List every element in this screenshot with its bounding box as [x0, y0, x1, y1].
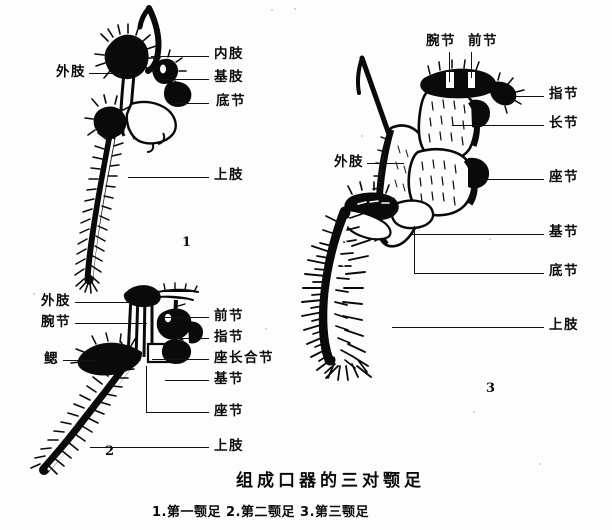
- leader-line-f1-endopod: [151, 56, 209, 57]
- leader-line-f3-merus: [452, 125, 544, 126]
- label-f2-gill: 鳃: [44, 351, 59, 367]
- leader-line-f1-basipod: [160, 79, 209, 80]
- scan-speck: [33, 293, 35, 295]
- leader-line-f3-carpus: [449, 52, 450, 82]
- leader-line-f2-dactylus: [172, 338, 209, 339]
- scan-speck: [265, 328, 267, 330]
- scan-speck: [271, 9, 273, 11]
- leader-line-f3-ischium: [476, 179, 544, 180]
- figure-caption-sub: 1.第一颚足 2.第二颚足 3.第三颚足: [152, 505, 370, 520]
- figure-number-3: 3: [486, 381, 496, 396]
- label-f1-epipod: 上肢: [214, 167, 244, 183]
- label-f3-ischium: 座节: [549, 169, 579, 185]
- label-f3-propodus: 前节: [468, 33, 498, 49]
- scan-speck: [361, 135, 363, 137]
- figure-3-drawing: [301, 55, 525, 381]
- leader-line-f3-coxa: [414, 273, 544, 274]
- label-f3-carpus: 腕节: [426, 33, 456, 49]
- leader-line-f1-epipod: [128, 177, 209, 178]
- leader-line-f2-exopod: [75, 302, 137, 303]
- leader-line-f3-dactylus: [516, 96, 544, 97]
- leader-line-f2-propodus: [160, 317, 209, 318]
- leader-line-f2-ischiomerus: [152, 359, 209, 360]
- figure-1-drawing: [74, 5, 192, 294]
- leader-line-f2-ischium: [146, 412, 209, 413]
- label-f2-epipod: 上肢: [214, 438, 244, 454]
- label-f3-dactylus: 指节: [549, 86, 579, 102]
- label-f1-endopod: 内肢: [214, 46, 244, 62]
- label-f2-ischium: 座节: [214, 403, 244, 419]
- label-f2-ischiomerus: 座长合节: [214, 350, 274, 366]
- leader-line-f2-ischium-riser: [146, 366, 147, 413]
- scan-speck: [539, 463, 541, 465]
- scan-speck: [489, 238, 491, 240]
- label-f3-exopod: 外肢: [334, 154, 364, 170]
- leader-line-f2-basis: [165, 380, 209, 381]
- label-f2-dactylus: 指节: [214, 329, 244, 345]
- leader-line-f2-carpus: [75, 323, 147, 324]
- figure-2-drawing: [30, 282, 203, 475]
- label-f2-basis: 基节: [214, 371, 244, 387]
- scan-speck: [473, 411, 475, 413]
- leader-line-f1-coxopod: [170, 103, 209, 104]
- label-f1-coxopod: 底节: [216, 93, 246, 109]
- label-f3-basis: 基节: [549, 224, 579, 240]
- leader-line-f3-exopod: [367, 163, 404, 164]
- scan-speck: [294, 8, 296, 10]
- leader-line-f2-epipod: [90, 447, 209, 448]
- figure-caption-main: 组成口器的三对颚足: [236, 471, 425, 491]
- leader-line-f3-coxa-riser: [414, 226, 415, 274]
- leader-line-f3-propodus: [471, 52, 472, 78]
- label-f1-exopod: 外肢: [56, 64, 86, 80]
- label-f3-coxa: 底节: [549, 263, 579, 279]
- figure-number-2: 2: [105, 444, 115, 459]
- leader-line-f1-exopod: [89, 73, 141, 74]
- leader-line-f3-basis: [412, 234, 544, 235]
- leader-line-f2-gill: [63, 360, 99, 361]
- label-f1-basipod: 基肢: [214, 69, 244, 85]
- label-f2-exopod: 外肢: [41, 293, 71, 309]
- label-f3-merus: 长节: [549, 115, 579, 131]
- label-f3-epipod: 上肢: [549, 317, 579, 333]
- label-f2-carpus: 腕节: [41, 314, 71, 330]
- figure-number-1: 1: [182, 235, 192, 250]
- leader-line-f3-epipod: [392, 327, 544, 328]
- label-f2-propodus: 前节: [214, 308, 244, 324]
